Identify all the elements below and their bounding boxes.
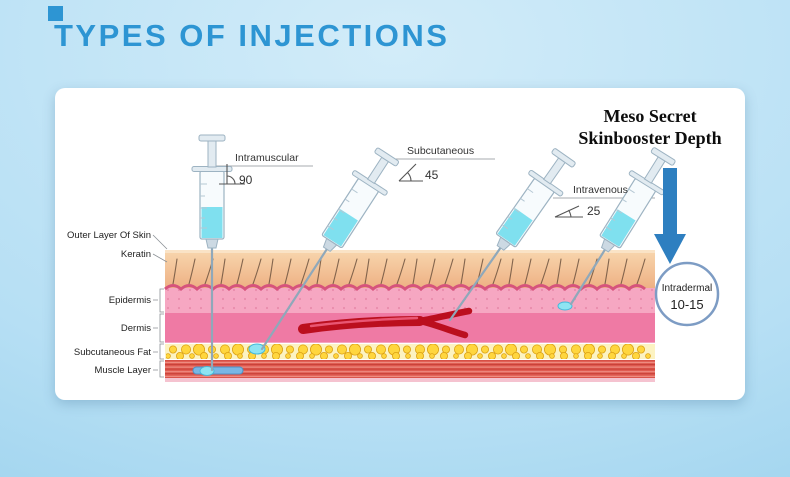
hairs bbox=[172, 258, 646, 285]
depth-arrow-icon bbox=[654, 168, 686, 264]
angle-intramuscular: 90 bbox=[239, 173, 253, 187]
angle-glyph-90 bbox=[219, 164, 245, 185]
label-epidermis: Epidermis bbox=[109, 295, 151, 306]
label-muscle-layer: Muscle Layer bbox=[95, 365, 152, 376]
label-keratin: Keratin bbox=[121, 249, 151, 260]
blood-vessel bbox=[298, 307, 473, 339]
skin-surface-layer bbox=[165, 250, 655, 288]
label-subcutaneous-fat: Subcutaneous Fat bbox=[74, 347, 151, 358]
epidermis-texture bbox=[165, 288, 655, 313]
muscle-layer bbox=[165, 360, 655, 378]
fat-cells bbox=[166, 344, 651, 359]
intradermal-depth-circle: Intradermal 10-15 bbox=[654, 261, 720, 327]
depth-heading-line1: Meso Secret bbox=[603, 106, 696, 126]
label-subcutaneous: Subcutaneous bbox=[407, 145, 474, 157]
intradermal-syringe bbox=[569, 142, 683, 306]
intradermal-droplet bbox=[557, 301, 573, 311]
label-intravenous: Intravenous bbox=[573, 184, 628, 196]
title-accent-square bbox=[48, 6, 63, 21]
keratin-strip bbox=[165, 250, 655, 253]
intravenous-syringe bbox=[448, 143, 583, 322]
injection-droplets bbox=[199, 301, 573, 376]
skin-layer-labels: Outer Layer Of Skin Keratin Epidermis De… bbox=[67, 230, 168, 378]
depth-heading-line2: Skinbooster Depth bbox=[578, 128, 721, 148]
angle-subcutaneous: 45 bbox=[425, 168, 439, 182]
intramuscular-syringe bbox=[191, 134, 233, 372]
angle-glyph-45 bbox=[398, 163, 423, 182]
block-base bbox=[165, 378, 655, 382]
label-dermis: Dermis bbox=[121, 323, 151, 334]
label-outer-layer: Outer Layer Of Skin bbox=[67, 230, 151, 241]
label-intramuscular: Intramuscular bbox=[235, 152, 299, 164]
angle-glyph-25 bbox=[554, 205, 583, 218]
subcutaneous-syringe bbox=[260, 142, 406, 351]
page-title: TYPES OF INJECTIONS bbox=[54, 18, 450, 53]
skin-cross-section bbox=[164, 250, 655, 382]
intramuscular-droplet bbox=[199, 366, 215, 376]
angle-intravenous: 25 bbox=[587, 204, 601, 218]
injection-labels: Intramuscular 90 Subcutaneous 45 Intrave… bbox=[219, 145, 628, 218]
diagram-card: Outer Layer Of Skin Keratin Epidermis De… bbox=[55, 88, 745, 400]
epidermis-boundary-wave bbox=[164, 284, 646, 291]
angle-intradermal: 10-15 bbox=[670, 297, 703, 312]
label-intradermal: Intradermal bbox=[662, 283, 713, 294]
injection-diagram: Outer Layer Of Skin Keratin Epidermis De… bbox=[67, 106, 722, 382]
subcutaneous-droplet bbox=[248, 343, 266, 355]
